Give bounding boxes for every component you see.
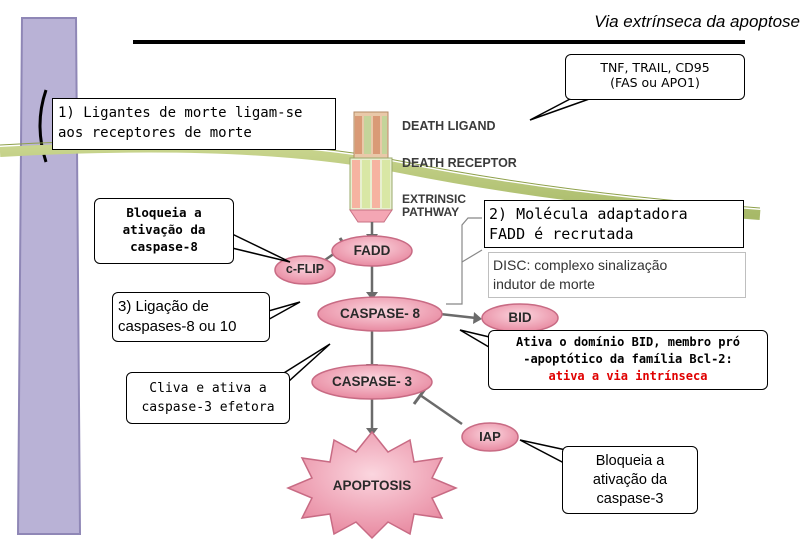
death-ligand-label: DEATH LIGAND [402,119,496,133]
step3-line-2: caspases-8 ou 10 [118,318,237,335]
extrinsic-pathway-label: EXTRINSIC PATHWAY [402,193,466,219]
extrinsic-line-2: PATHWAY [402,205,460,219]
disc-callout: DISC: complexo sinalização indutor de mo… [488,252,746,298]
step1-line-1: 1) Ligantes de morte ligam-se [58,105,303,121]
cleave-line-1: Cliva e ativa a [149,381,267,396]
cleave-line-2: caspase-3 efetora [141,400,275,415]
extrinsic-line-1: EXTRINSIC [402,192,467,206]
iap-label: IAP [479,429,501,444]
step2-line-1: 2) Molécula adaptadora [489,205,688,223]
step2-line-2: FADD é recrutada [489,225,634,243]
left-cell-bar [16,17,82,535]
disc-brace [446,217,482,305]
apoptosis-burst [286,430,458,540]
apoptosis-label: APOPTOSIS [332,478,412,493]
fadd-node [331,235,413,267]
bid-line-1: Ativa o domínio BID, membro pró [516,335,740,349]
block-casp8-line-3: caspase-8 [130,239,198,254]
bid-line-3: ativa a via intrínseca [548,369,708,383]
bid-callout: Ativa o domínio BID, membro pró -apoptót… [488,330,768,390]
block-caspase8-callout: Bloqueia a ativação da caspase-8 [94,198,234,264]
step3-line-1: 3) Ligação de [118,298,209,315]
bid-line-2: -apoptótico da família Bcl-2: [523,352,733,366]
iap-node [461,422,519,452]
step1-line-2: aos receptores de morte [58,125,252,141]
left-bracket [38,89,48,163]
block-casp8-line-2: ativação da [122,222,206,237]
caspase8-label: CASPASE- 8 [339,306,421,321]
disc-line-2: indutor de morte [493,276,595,292]
page-title: Via extrínseca da apoptose [594,12,800,31]
block-casp3-line-2: ativação da [592,472,668,488]
title-underline [133,40,745,44]
receptor-complex [349,111,393,223]
tnf-line-1: TNF, TRAIL, CD95 [600,60,710,75]
step2-callout: 2) Molécula adaptadora FADD é recrutada [484,200,744,248]
bid-label: BID [508,310,532,325]
death-receptor-label: DEATH RECEPTOR [402,156,517,170]
disc-line-1: DISC: complexo sinalização [493,257,668,273]
step3-callout: 3) Ligação de caspases-8 ou 10 [112,292,270,342]
cflip-node [274,255,336,285]
step1-callout: 1) Ligantes de morte ligam-se aos recept… [52,98,336,150]
block-caspase3-callout: Bloqueia a ativação da caspase-3 [562,446,698,514]
tnf-callout: TNF, TRAIL, CD95 (FAS ou APO1) [565,54,745,100]
block-casp3-line-1: Bloqueia a [595,453,665,469]
fadd-label: FADD [353,243,391,258]
tnf-line-2: (FAS ou APO1) [610,75,700,90]
block-casp3-line-3: caspase-3 [596,491,664,507]
caspase3-label: CASPASE- 3 [331,374,413,389]
caspase8-node [317,296,443,332]
cflip-label: c-FLIP [285,262,325,276]
caspase3-node [311,364,433,400]
block-casp8-line-1: Bloqueia a [126,205,202,220]
cleave-callout: Cliva e ativa a caspase-3 efetora [126,372,290,424]
